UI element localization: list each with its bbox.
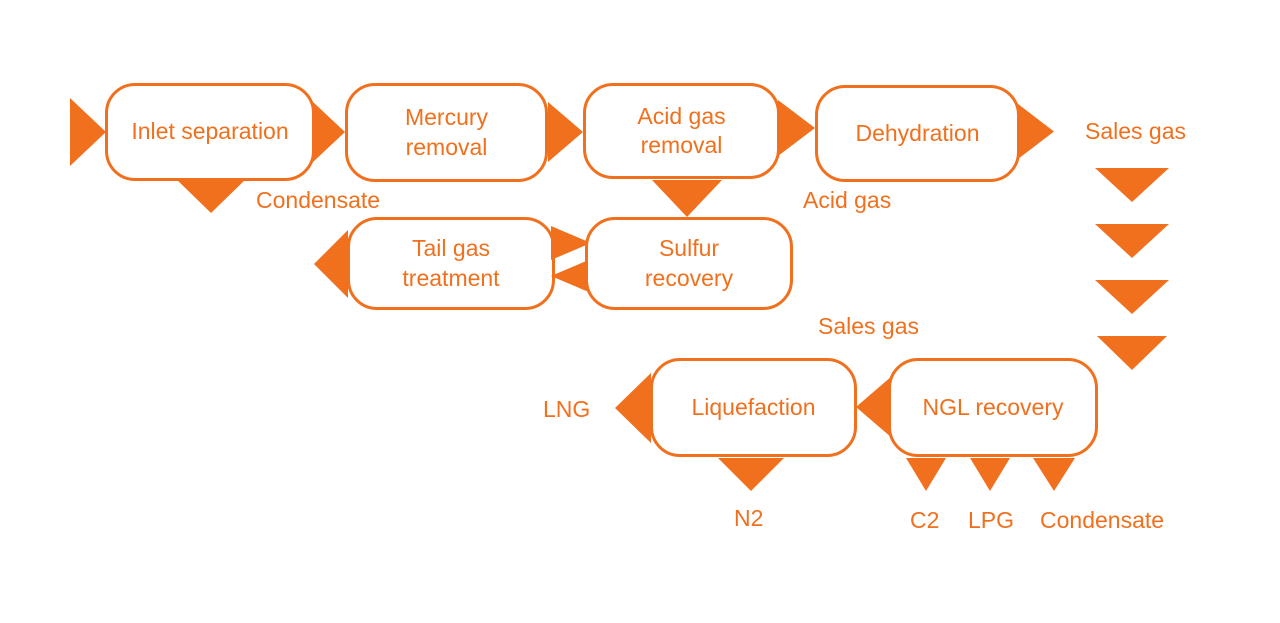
ngl-to-liquefaction-arrow-left-icon bbox=[856, 376, 892, 438]
stream-label-sales-gas: Sales gas bbox=[818, 313, 920, 339]
flow-arrow-right-icon bbox=[1018, 104, 1054, 159]
output-label-condensate: Condensate bbox=[1040, 507, 1165, 533]
stage-sulfur-recovery: Sulfur recovery bbox=[585, 217, 793, 310]
condensate-arrow-down-icon bbox=[175, 178, 247, 213]
stage-tail-gas-treatment: Tail gas treatment bbox=[347, 217, 555, 310]
stage-label: NGL recovery bbox=[922, 393, 1064, 420]
stage-dehydration: Dehydration bbox=[815, 85, 1020, 182]
sales-gas-chain-arrow-down-icon bbox=[1095, 168, 1169, 202]
flow-arrow-right-icon bbox=[548, 102, 583, 162]
flow-arrow-right-icon bbox=[313, 102, 345, 162]
sales-gas-chain-arrow-down-icon bbox=[1095, 224, 1169, 258]
output-label-lng: LNG bbox=[543, 396, 591, 422]
stage-label: Mercury removal bbox=[404, 104, 489, 160]
feed-arrow-right-icon bbox=[70, 98, 106, 166]
acid-gas-arrow-down-icon bbox=[652, 180, 722, 217]
stage-label: Inlet separation bbox=[131, 118, 289, 145]
stage-label: Tail gas treatment bbox=[402, 235, 500, 291]
stage-acid-gas-removal: Acid gas removal bbox=[583, 83, 780, 179]
stage-label: Liquefaction bbox=[691, 393, 816, 420]
stage-mercury-removal: Mercury removal bbox=[345, 83, 548, 182]
sales-gas-chain-arrow-down-icon bbox=[1097, 336, 1167, 370]
lng-arrow-left-icon bbox=[615, 373, 651, 443]
sales-gas-chain-arrow-down-icon bbox=[1095, 280, 1169, 314]
stage-inlet-separation: Inlet separation bbox=[105, 83, 315, 181]
output-label-condensate: Condensate bbox=[256, 187, 381, 213]
stage-label: Sulfur recovery bbox=[644, 235, 734, 291]
tail-gas-outlet-arrow-left-icon bbox=[314, 230, 348, 298]
output-label-lpg: LPG bbox=[968, 507, 1015, 533]
stage-label: Dehydration bbox=[855, 119, 980, 146]
stage-ngl-recovery: NGL recovery bbox=[888, 358, 1098, 457]
c2-arrow-down-icon bbox=[906, 458, 946, 491]
n2-arrow-down-icon bbox=[718, 458, 784, 491]
lpg-arrow-down-icon bbox=[970, 458, 1010, 491]
output-label-n2: N2 bbox=[734, 505, 764, 531]
stage-label: Acid gas removal bbox=[637, 102, 726, 158]
stream-label-acid-gas: Acid gas bbox=[803, 187, 892, 213]
output-label-sales-gas: Sales gas bbox=[1085, 118, 1187, 144]
flow-arrow-right-icon bbox=[778, 100, 815, 156]
condensate-arrow-down-icon bbox=[1033, 458, 1075, 491]
stage-liquefaction: Liquefaction bbox=[650, 358, 857, 457]
output-label-c2: C2 bbox=[910, 507, 940, 533]
